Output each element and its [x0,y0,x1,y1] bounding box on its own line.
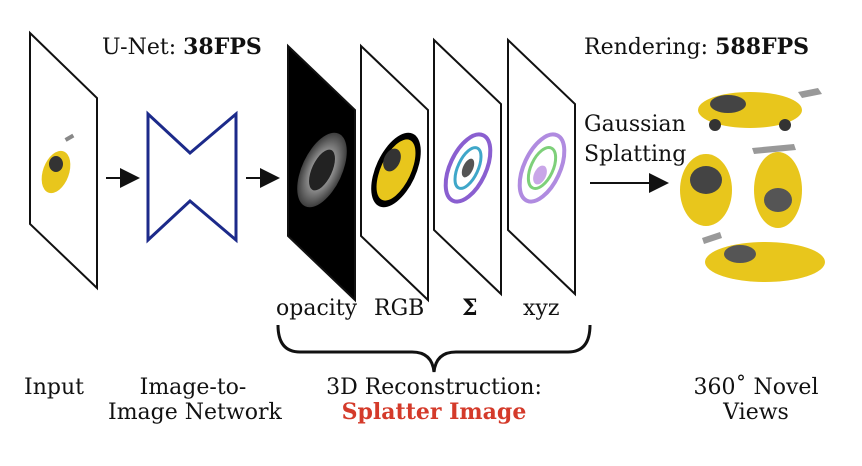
input-label: Input [24,375,84,400]
sigma-panel [433,37,502,297]
channel-sigma-label: Σ [462,295,478,321]
rgb-panel [360,43,429,303]
input-panel [29,30,98,291]
gaussian-line1: Gaussian [584,112,686,137]
reconstruction-label: 3D Reconstruction: Splatter Image [304,375,564,426]
channel-xyz-label: xyz [523,296,560,321]
novel-views-label: 360˚ Novel Views [676,375,836,426]
opacity-panel [287,43,356,303]
xyz-panel [507,37,576,297]
novel-view-car-top [698,88,822,131]
channel-opacity-label: opacity [276,296,358,321]
splatter-image-title: Splatter Image [341,399,527,426]
network-line1: Image-to- [139,375,247,400]
unet-fps-label: U-Net: 38FPS [102,34,262,60]
gaussian-line2: Splatting [584,141,687,167]
views-line2: Views [723,400,789,426]
recon-line1: 3D Reconstruction: [326,375,542,400]
rendering-fps-label: Rendering: 588FPS [584,34,810,60]
novel-view-car-bottom [702,232,825,282]
unet-fps-value: 38FPS [183,34,262,60]
gaussian-splatting-label: Gaussian Splatting [584,110,686,169]
network-label: Image-to- Image Network [108,375,282,426]
splatter-brace [276,324,592,373]
novel-view-car-right [752,144,802,228]
views-line1: 360˚ Novel [693,375,819,400]
network-line2: Image Network [108,400,282,426]
unet-shape [146,110,238,244]
unet-prefix: U-Net: [102,35,177,60]
channel-rgb-label: RGB [374,296,425,321]
rendering-fps-value: 588FPS [715,34,810,60]
novel-view-car-left [680,154,732,226]
rendering-prefix: Rendering: [584,35,709,60]
input-car-image [41,133,75,194]
